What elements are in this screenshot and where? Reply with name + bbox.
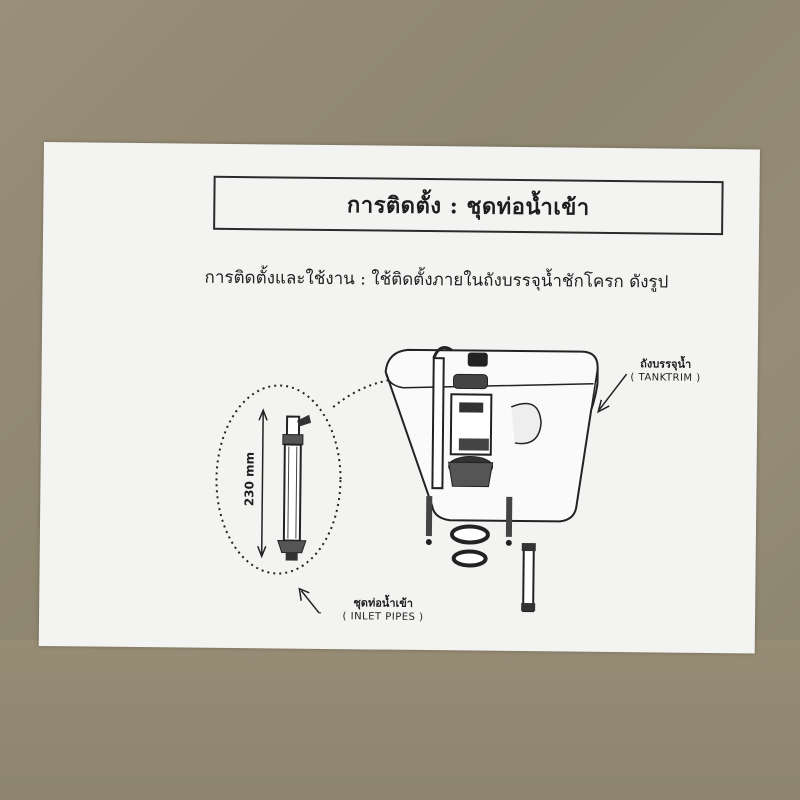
tank-callout-english: ( TANKTRIM ) xyxy=(630,372,701,384)
tank-callout-thai: ถังบรรจุน้ำ xyxy=(640,357,692,371)
pipe-highlight-ellipse xyxy=(215,384,342,575)
pipe-callout-thai: ชุดท่อน้ำเข้า xyxy=(353,596,414,610)
inlet-pipe-drawing xyxy=(277,414,312,561)
cardboard-background xyxy=(0,640,800,800)
pipe-callout-english: ( INLET PIPES ) xyxy=(342,611,424,623)
washer-2 xyxy=(451,549,488,568)
mounting-bolts xyxy=(425,496,513,546)
toilet-tank-drawing xyxy=(384,346,599,613)
instruction-label: การติดตั้ง : ชุดท่อน้ำเข้า การติดตั้งและ… xyxy=(38,142,760,654)
washer-1 xyxy=(449,524,490,545)
tank-callout: ถังบรรจุน้ำ ( TANKTRIM ) xyxy=(610,354,722,384)
dimension-line xyxy=(260,412,264,555)
installation-diagram xyxy=(215,346,628,614)
inlet-hose xyxy=(522,544,535,613)
pipe-callout: ชุดท่อน้ำเข้า ( INLET PIPES ) xyxy=(323,593,443,623)
dimension-label: 230 mm xyxy=(242,451,257,507)
